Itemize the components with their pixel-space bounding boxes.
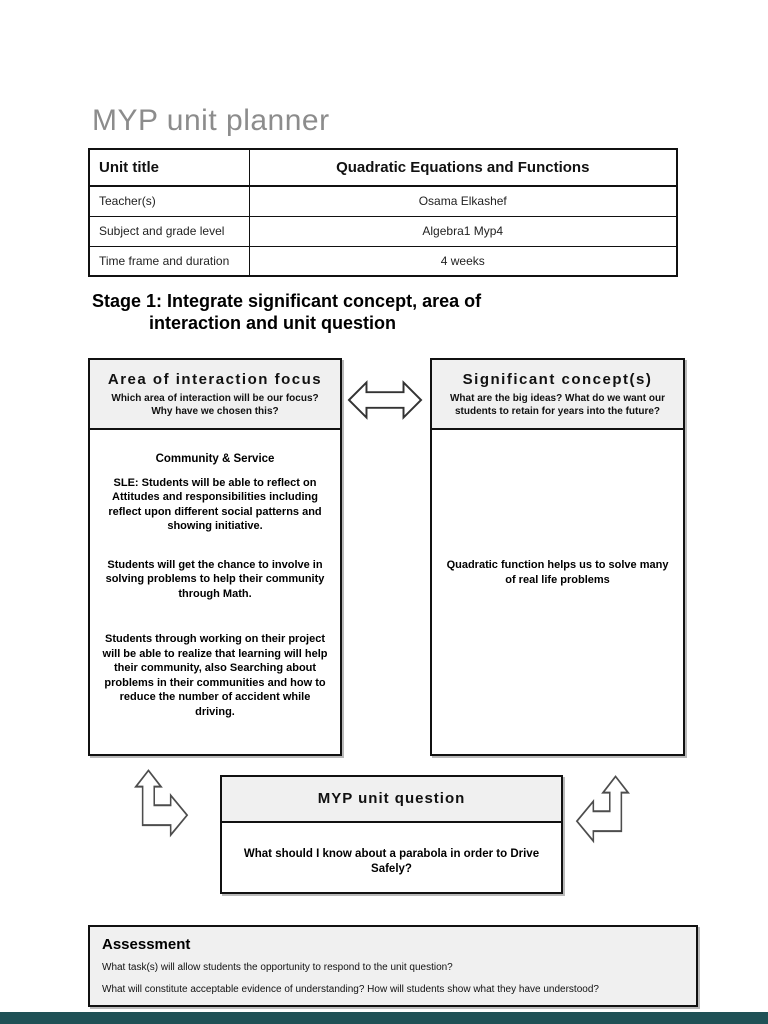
- concept-panel-subtitle: What are the big ideas? What do we want …: [449, 393, 665, 417]
- assessment-title: Assessment: [102, 936, 191, 953]
- concept-panel-header: Significant concept(s) What are the big …: [432, 360, 683, 430]
- unit-question-title: MYP unit question: [317, 790, 466, 807]
- unit-question-header: MYP unit question: [222, 777, 561, 823]
- assessment-question: What will constitute acceptable evidence…: [102, 984, 599, 995]
- row-label: Unit title: [88, 148, 250, 187]
- stage1-heading: Stage 1: Integrate significant concept, …: [92, 290, 481, 334]
- unit-question-text: What should I know about a parabola in o…: [243, 848, 540, 875]
- row-value: Quadratic Equations and Functions: [248, 148, 678, 187]
- unit-question-body: What should I know about a parabola in o…: [222, 823, 561, 876]
- area-paragraph: Community & Service: [155, 453, 275, 465]
- stage1-heading-line2: interaction and unit question: [149, 313, 396, 333]
- area-panel-body: Community & Service SLE: Students will b…: [90, 430, 340, 719]
- row-label: Teacher(s): [88, 185, 250, 217]
- row-value: Osama Elkashef: [248, 185, 678, 217]
- table-row: Unit title Quadratic Equations and Funct…: [88, 148, 678, 187]
- row-value: Algebra1 Myp4: [248, 215, 678, 247]
- row-label: Time frame and duration: [88, 245, 250, 277]
- table-row: Subject and grade level Algebra1 Myp4: [88, 215, 678, 247]
- concept-body-text: Quadratic function helps us to solve man…: [446, 559, 669, 586]
- concept-panel-title: Significant concept(s): [462, 371, 653, 388]
- area-of-interaction-panel: Area of interaction focus Which area of …: [88, 358, 342, 756]
- bent-arrow-up-right-icon: [133, 769, 189, 838]
- significant-concept-panel: Significant concept(s) What are the big …: [430, 358, 685, 756]
- viewer-footer-bar: [0, 1012, 768, 1024]
- area-panel-subtitle: Which area of interaction will be our fo…: [111, 393, 319, 417]
- area-panel-header: Area of interaction focus Which area of …: [90, 360, 340, 430]
- unit-question-panel: MYP unit question What should I know abo…: [220, 775, 563, 894]
- stage1-heading-line1: Stage 1: Integrate significant concept, …: [92, 291, 482, 311]
- page-title: MYP unit planner: [92, 104, 330, 137]
- table-row: Teacher(s) Osama Elkashef: [88, 185, 678, 217]
- double-arrow-icon: [347, 380, 423, 420]
- area-panel-title: Area of interaction focus: [107, 371, 323, 388]
- table-row: Time frame and duration 4 weeks: [88, 245, 678, 277]
- area-paragraph: SLE: Students will be able to reflect on…: [108, 476, 322, 533]
- unit-info-table: Unit title Quadratic Equations and Funct…: [88, 148, 678, 277]
- row-label: Subject and grade level: [88, 215, 250, 247]
- area-paragraph: Students will get the chance to involve …: [105, 558, 325, 600]
- area-paragraph: Students through working on their projec…: [102, 633, 328, 718]
- assessment-question: What task(s) will allow students the opp…: [102, 962, 453, 973]
- bent-arrow-up-left-icon: [575, 775, 631, 844]
- assessment-panel: Assessment What task(s) will allow stude…: [88, 925, 698, 1007]
- row-value: 4 weeks: [248, 245, 678, 277]
